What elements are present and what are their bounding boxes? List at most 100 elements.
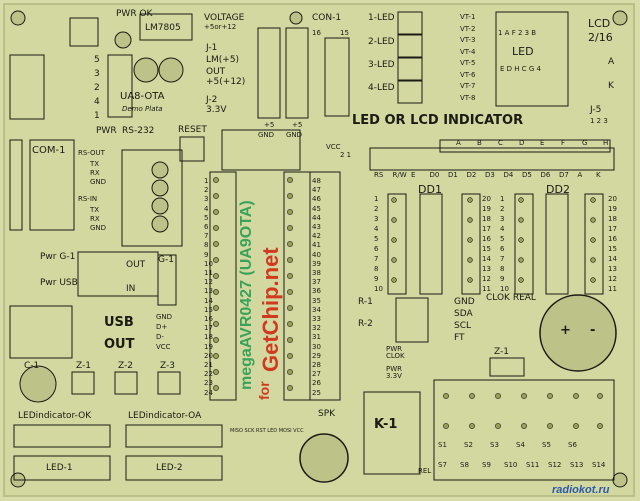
mcu-pin-number: 25 <box>312 388 321 397</box>
lcd-letter: E <box>540 139 545 147</box>
mcu-pin-number: 13 <box>204 287 213 296</box>
dd-pin-number: 4 <box>374 225 379 233</box>
z2-bottom <box>114 371 138 395</box>
led-oa-strip <box>125 424 223 448</box>
switch-label: S3 <box>490 441 499 449</box>
lcd-pin-label: D7 <box>559 171 569 179</box>
dd-pin-number: 8 <box>500 265 505 273</box>
mcu-pin-number: 3 <box>204 195 209 204</box>
lcd-pin-label: D5 <box>522 171 532 179</box>
dd-pin-number: 5 <box>374 235 379 243</box>
usb-pin: D+ <box>156 323 168 331</box>
led1-strip <box>13 455 111 481</box>
z1-crystal <box>489 357 525 377</box>
mcu-pin-number: 39 <box>312 259 321 268</box>
capacitor <box>133 57 159 83</box>
vt-label: VT-6 <box>460 70 476 79</box>
lcd-letter: G <box>582 139 588 147</box>
board-outline <box>3 3 635 497</box>
rs-out-label: RS-OUT <box>78 149 105 157</box>
con1-pin15: 15 <box>340 29 349 37</box>
voltage-label: VOLTAGE <box>204 13 245 23</box>
lcd-pin-label: E <box>411 171 416 179</box>
k1-relay <box>363 391 421 475</box>
lcd-pin-label: R/W <box>392 171 407 179</box>
rs232-label: RS-232 <box>122 126 155 136</box>
con1-header <box>324 37 350 117</box>
lcd-pin-label: D2 <box>466 171 477 179</box>
header-outline <box>9 54 45 120</box>
dd1-socket-left <box>387 193 407 295</box>
speaker <box>299 433 349 483</box>
mcu-pin-number: 8 <box>204 241 209 250</box>
dd-pin-number: 13 <box>482 265 491 273</box>
mcu-pin-number: 23 <box>204 379 213 388</box>
clock-gnd-label: GND <box>454 297 475 307</box>
dd-pin-number: 9 <box>500 275 505 283</box>
lcd-pin-label: K <box>596 171 601 179</box>
switch-label: S7 <box>438 461 447 469</box>
pad-row <box>213 177 603 429</box>
c1-label: C-1 <box>24 361 40 371</box>
lm-plus5-label: LM(+5) <box>206 55 240 65</box>
dd-pin-number: 20 <box>482 195 491 203</box>
mcu-pin-number: 24 <box>204 388 213 397</box>
vcc-label: VCC <box>326 143 341 151</box>
v33-label: 3.3V <box>206 105 227 115</box>
gnd-label: GND <box>90 224 107 232</box>
mount-hole <box>612 472 628 488</box>
dd-pin-number: 1 <box>374 195 379 203</box>
mount-hole <box>612 10 628 26</box>
z3-bottom <box>157 371 181 395</box>
power-in-label: IN <box>126 284 136 294</box>
mcu-pin-number: 41 <box>312 241 321 250</box>
dd1-chip <box>419 193 443 295</box>
lcd-k-label: K <box>608 81 614 91</box>
lcd-letter: A <box>456 139 461 147</box>
lcd-letter: B <box>477 139 482 147</box>
lcd-pin-label: D1 <box>448 171 458 179</box>
led1-label: 1-LED <box>368 13 395 23</box>
dd-pin-number: 4 <box>500 225 505 233</box>
dd-pin-number: 18 <box>608 215 617 223</box>
gnd-label: GND <box>286 131 303 139</box>
led2-label: LED-2 <box>156 463 183 473</box>
pwr-33-label: PWR 3.3V <box>386 365 403 380</box>
out-label: OUT <box>206 67 226 77</box>
capacitor <box>158 57 184 83</box>
battery <box>539 294 617 372</box>
led-seg-title: LED <box>512 45 534 58</box>
con1-pin16: 16 <box>312 29 321 37</box>
mcu-pin-number: 34 <box>312 305 321 314</box>
gnd-label: GND <box>90 178 107 186</box>
mcu-pin-number: 15 <box>204 305 213 314</box>
r2-label: R-2 <box>358 319 373 329</box>
led-pad <box>397 34 423 58</box>
capacitor <box>151 197 169 215</box>
mcu-pin-number: 47 <box>312 186 321 195</box>
clock-z1-label: Z-1 <box>494 347 509 357</box>
mcu-pin-number: 17 <box>204 324 213 333</box>
tx-label: TX <box>90 206 100 214</box>
isp-label: MISO SCK RST LED MOSI VCC <box>230 428 304 434</box>
clock-ft-label: FT <box>454 333 465 343</box>
button-matrix <box>433 379 615 481</box>
j1-label: J-1 <box>206 43 218 53</box>
dd1-label: DD1 <box>418 183 442 196</box>
j2-label: J-2 <box>206 95 218 105</box>
led2-strip <box>125 455 223 481</box>
mcu-pin-number: 32 <box>312 324 321 333</box>
lcd-bus-pads <box>369 147 615 171</box>
switch-label: S2 <box>464 441 473 449</box>
dd-pin-number: 19 <box>482 205 491 213</box>
mcu-pin-number: 30 <box>312 342 321 351</box>
vt-label: VT-3 <box>460 36 476 44</box>
led-ok-strip <box>13 424 111 448</box>
lcd-a-label: A <box>608 57 615 67</box>
dd-pin-number: 2 <box>500 205 505 213</box>
pin-number: 4 <box>94 97 100 107</box>
switch-label: S1 <box>438 441 447 449</box>
vt-label: VT-8 <box>460 93 476 102</box>
dd2-socket-left <box>514 193 534 295</box>
